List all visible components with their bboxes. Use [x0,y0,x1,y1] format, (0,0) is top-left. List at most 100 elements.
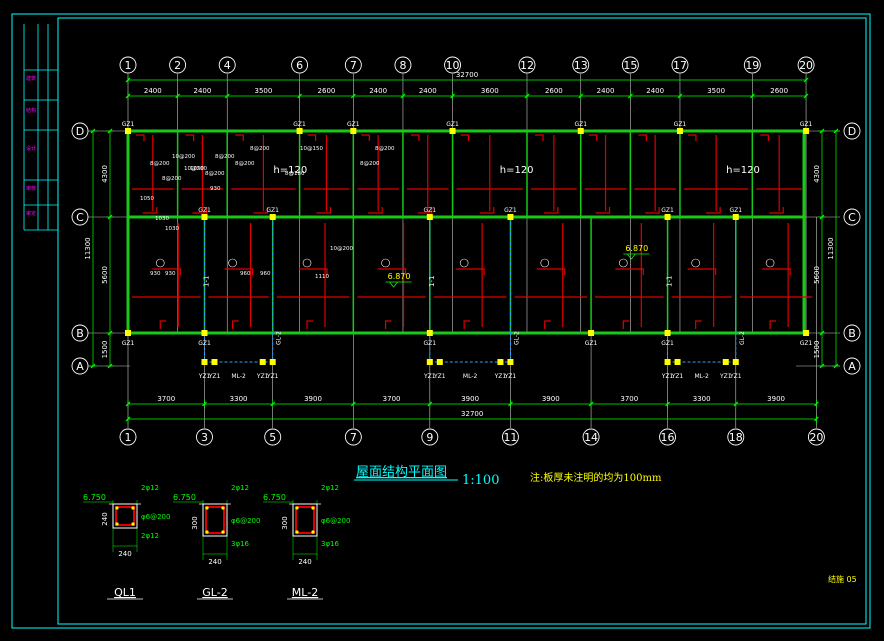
bottom-axis-bubble-label: 5 [269,431,276,444]
bottom-axis-bubble-circle [421,428,439,446]
bottom-axis-bubble-label: 11 [503,431,517,444]
bottom-dim-label: 3700 [157,395,175,403]
rebar-spec-label: 1110 [315,274,329,280]
section-stirrup [115,506,135,526]
rebar-hook [534,134,544,141]
bottom-dim-label: 3900 [542,395,560,403]
rebar-number-bubble [619,258,628,268]
right-total-dim-label: 11300 [827,237,835,259]
left-dim-label: 5600 [101,266,109,284]
column-yz1 [201,359,208,365]
left-axis-bubble-label: A [76,360,84,373]
section-bar [131,522,135,526]
column-yz1-label: YZ1 [494,373,507,380]
bottom-axis-bubble-circle [344,428,362,446]
bottom-dim-slash [813,401,819,407]
top-axis-bubble-label: 4 [224,59,231,72]
column-gz1 [803,330,810,336]
column-yz1-label: YZ1 [504,373,517,380]
bottom-dim-label: 3900 [304,395,322,403]
right-dim-slash [819,363,825,369]
beam-ml2-label: ML-2 [231,373,246,380]
rebar-hook [762,268,791,275]
section-mark-label: 1-1 [428,276,436,287]
rebar-number-bubble [155,258,165,268]
rebar-spec-label: 960 [260,271,271,277]
column-gz1-label: GZ1 [800,121,813,128]
rebar-hook [595,207,611,214]
bottom-axis-bubble-label: 20 [809,431,823,444]
rebar-hook [306,320,314,329]
top-dim-label: 2400 [646,87,664,95]
top-dim-slash [803,93,809,99]
column-yz1-label: YZ1 [671,373,684,380]
top-dim-label: 2400 [369,87,387,95]
top-dim-slash [578,93,584,99]
top-axis-bubble-label: 7 [350,59,357,72]
column-gz1 [732,214,739,220]
column-yz1 [259,359,266,365]
section-height-label: 300 [281,516,289,529]
bottom-dim-label: 3700 [383,395,401,403]
bottom-total-dim-slash [813,416,819,422]
bottom-axis-bubble-circle [501,428,519,446]
bottom-dim-slash [270,401,276,407]
top-axis-bubble-circle [797,56,815,74]
top-dim-label: 2600 [318,87,336,95]
column-yz1-label: YZ1 [433,373,446,380]
right-total-dim-slash [833,363,839,369]
column-gz1 [296,128,303,134]
bottom-axis-bubble-circle [582,428,600,446]
rebar-hook [299,268,328,275]
inner-frame [57,17,867,625]
bottom-dim-slash [733,401,739,407]
right-dim-label: 5600 [813,266,821,284]
rebar-spec-label: 8@200 [250,146,270,152]
top-dim-slash [450,93,455,99]
column-gz1 [676,128,683,134]
top-axis-bubble-circle [169,56,187,74]
rebar-number-bubble [381,258,390,268]
rebar-spec-label: 8@180 [285,171,305,177]
section-bot-rebar: 2φ12 [141,532,159,540]
column-gz1 [664,214,671,220]
rebar-hook [417,207,433,214]
column-gz1-label: GZ1 [661,340,674,347]
elevation-mark [623,253,650,260]
elevation-label: 6.870 [388,272,411,281]
left-total-dim-slash [90,128,96,134]
rebar-spec-label: 8@200 [215,154,235,160]
top-dim-slash [224,93,230,99]
section-bar [311,506,315,510]
bottom-axis-bubble-circle [264,428,282,446]
top-axis-bubble-label: 2 [174,59,181,72]
top-axis-bubble-circle [572,56,590,74]
column-yz1 [211,359,218,365]
top-total-dim-slash [125,77,131,83]
top-axis-bubble-circle [518,56,536,74]
top-axis-bubble-circle [621,56,639,74]
right-axis-bubble-circle [843,357,861,375]
rebar-hook [615,268,644,275]
column-gz1 [426,214,433,220]
bottom-axis-bubble-label: 1 [125,431,132,444]
rebar-hook [361,134,370,141]
bottom-axis-bubble-label: 9 [426,431,433,444]
section-details: 6.7502φ12φ6@2002φ12240240QL16.7502φ12φ6@… [83,484,350,600]
section-stirrup-label: φ6@200 [321,517,350,525]
column-yz1-label: YZ1 [661,373,674,380]
rebar-hook [687,134,697,141]
column-yz1 [436,359,443,365]
rebar-number-bubble [691,258,700,268]
slab-thickness-label: h=120 [726,165,760,176]
left-axis-bubble-circle [71,324,89,342]
section-bar [131,506,135,510]
rebar-spec-label: 930 [165,271,176,277]
beam-gl2-label: GL-2 [276,331,283,345]
column-gz1-label: GZ1 [347,121,360,128]
bottom-dim-slash [202,401,207,407]
right-axis-bubble-circle [843,324,861,342]
